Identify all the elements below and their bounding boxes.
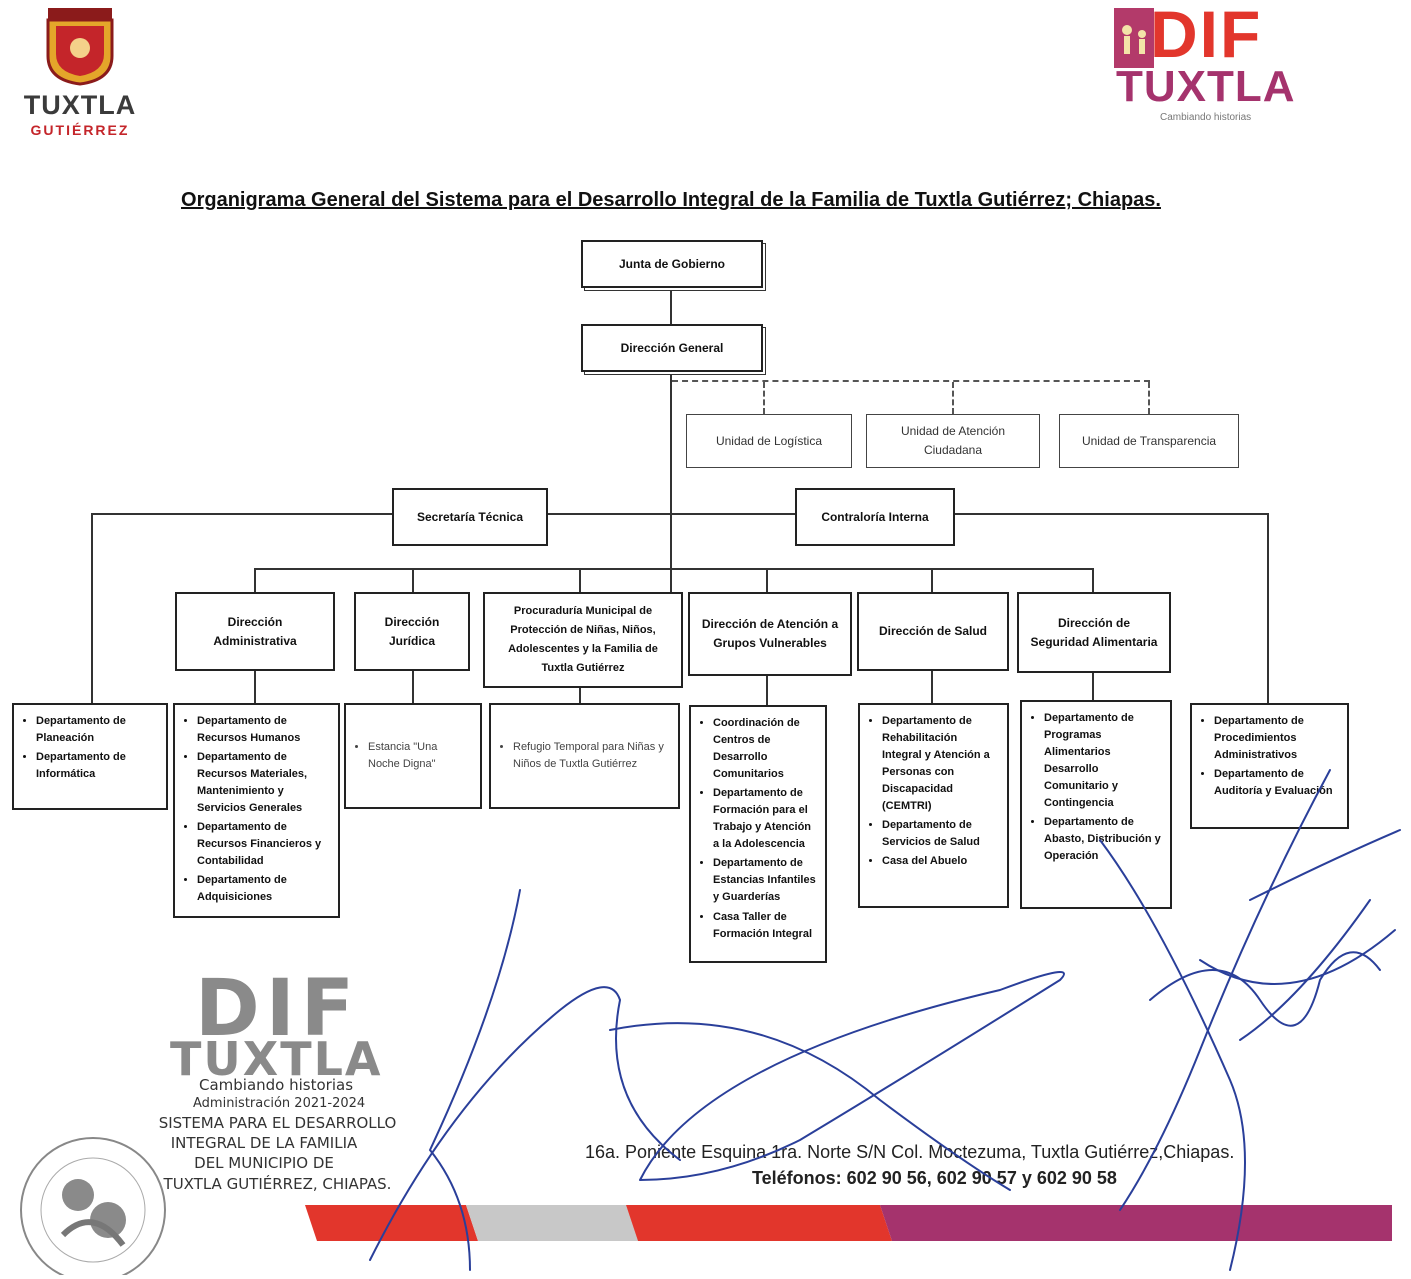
box-direccion-grupos-vulnerables: Dirección de Atención a Grupos Vulnerabl… — [688, 592, 852, 676]
dept-item: Departamento de Planeación — [36, 713, 158, 747]
connector — [579, 568, 581, 592]
connector — [91, 513, 93, 703]
dept-item: Estancia "Una Noche Digna" — [368, 739, 472, 773]
dept-item: Departamento de Programas Alimentarios D… — [1044, 710, 1162, 812]
stamp-line1: SISTEMA PARA EL DESARROLLO — [158, 1114, 397, 1132]
dept-item: Casa del Abuelo — [882, 853, 999, 870]
connector — [254, 568, 256, 592]
box-direccion-juridica: Dirección Jurídica — [354, 592, 470, 671]
dept-list-procuraduria: Refugio Temporal para Niñas y Niños de T… — [489, 703, 680, 809]
dept-item: Departamento de Servicios de Salud — [882, 817, 999, 851]
dept-list-secretaria: Departamento de Planeación Departamento … — [12, 703, 168, 810]
dept-item: Departamento de Adquisiciones — [197, 872, 330, 906]
dept-item: Departamento de Recursos Humanos — [197, 713, 330, 747]
stamp-line4: TUXTLA GUTIÉRREZ, CHIAPAS. — [163, 1175, 392, 1193]
stamp-line2: INTEGRAL DE LA FAMILIA — [170, 1134, 358, 1152]
footer-phones: Teléfonos: 602 90 56, 602 90 57 y 602 90… — [752, 1168, 1117, 1188]
connector — [931, 670, 933, 703]
dept-list-salud: Departamento de Rehabilitación Integral … — [858, 703, 1009, 908]
stamp-city: TUXTLA — [170, 1032, 383, 1086]
dept-item: Casa Taller de Formación Integral — [713, 909, 817, 943]
connector — [1267, 513, 1269, 703]
dept-item: Departamento de Recursos Materiales, Man… — [197, 749, 330, 817]
tuxtla-logo-sub: GUTIÉRREZ — [30, 122, 130, 138]
stamp-line3: DEL MUNICIPIO DE — [194, 1154, 334, 1172]
box-unidad-transparencia: Unidad de Transparencia — [1059, 414, 1239, 468]
connector — [254, 568, 1094, 570]
dept-list-juridica: Estancia "Una Noche Digna" — [344, 703, 482, 809]
dif-stamp: DIF TUXTLA Cambiando historias Administr… — [135, 964, 425, 1198]
dept-item: Departamento de Recursos Financieros y C… — [197, 819, 330, 870]
dept-item: Departamento de Abasto, Distribución y O… — [1044, 814, 1162, 865]
dept-list-administrativa: Departamento de Recursos Humanos Departa… — [173, 703, 340, 918]
dept-item: Departamento de Estancias Infantiles y G… — [713, 855, 817, 906]
stamp-admin: Administración 2021-2024 — [193, 1096, 366, 1111]
municipal-seal-icon — [20, 1137, 166, 1275]
footer-color-bar — [305, 1205, 1392, 1241]
dept-item: Coordinación de Centros de Desarrollo Co… — [713, 715, 817, 783]
unit-connector — [952, 382, 954, 414]
dif-logo-brand: DIF — [1150, 0, 1263, 71]
tuxtla-municipal-logo: TUXTLA GUTIÉRREZ — [10, 6, 150, 146]
dept-item: Departamento de Rehabilitación Integral … — [882, 713, 999, 815]
stamp-brand: DIF — [195, 964, 361, 1054]
connector — [1092, 568, 1094, 592]
dept-list-grupos-vulnerables: Coordinación de Centros de Desarrollo Co… — [689, 705, 827, 963]
dept-list-seguridad-alimentaria: Departamento de Programas Alimentarios D… — [1020, 700, 1172, 909]
footer-address: 16a. Poniente Esquina 1ra. Norte S/N Col… — [585, 1142, 1235, 1162]
dept-item: Departamento de Formación para el Trabaj… — [713, 785, 817, 853]
dif-logo-tagline: Cambiando historias — [1160, 112, 1252, 123]
connector — [766, 568, 768, 592]
connector — [1092, 672, 1094, 700]
connector — [931, 568, 933, 592]
dept-item: Refugio Temporal para Niñas y Niños de T… — [513, 739, 670, 773]
connector — [91, 513, 1269, 515]
dif-tuxtla-logo: DIF TUXTLA Cambiando historias — [1112, 0, 1302, 130]
tuxtla-logo-name: TUXTLA — [23, 90, 137, 120]
unit-connector — [1148, 382, 1150, 414]
dif-logo-city: TUXTLA — [1116, 62, 1296, 111]
page-title: Organigrama General del Sistema para el … — [181, 189, 1161, 211]
box-direccion-administrativa: Dirección Administrativa — [175, 592, 335, 671]
box-secretaria-tecnica: Secretaría Técnica — [392, 488, 548, 546]
box-junta-de-gobierno: Junta de Gobierno — [581, 240, 763, 288]
coat-of-arms-icon — [46, 8, 114, 86]
stamp-tagline: Cambiando historias — [199, 1076, 354, 1094]
box-contraloria-interna: Contraloría Interna — [795, 488, 955, 546]
box-direccion-general: Dirección General — [581, 324, 763, 372]
connector — [412, 568, 414, 592]
box-direccion-salud: Dirección de Salud — [857, 592, 1009, 671]
box-procuraduria-municipal: Procuraduría Municipal de Protección de … — [483, 592, 683, 688]
dept-item: Departamento de Procedimientos Administr… — [1214, 713, 1339, 764]
dept-list-contraloria: Departamento de Procedimientos Administr… — [1190, 703, 1349, 829]
unit-connector — [763, 382, 765, 414]
connector — [670, 372, 672, 644]
connector — [412, 670, 414, 703]
connector — [254, 670, 256, 703]
box-unidad-atencion-ciudadana: Unidad de Atención Ciudadana — [866, 414, 1040, 468]
box-unidad-logistica: Unidad de Logística — [686, 414, 852, 468]
connector — [579, 688, 581, 703]
dif-figures-icon — [1114, 8, 1154, 68]
dept-item: Departamento de Informática — [36, 749, 158, 783]
connector — [766, 675, 768, 705]
connector — [670, 287, 672, 325]
box-direccion-seguridad-alimentaria: Dirección de Seguridad Alimentaria — [1017, 592, 1171, 673]
unit-connector — [672, 380, 1150, 382]
dept-item: Departamento de Auditoría y Evaluación — [1214, 766, 1339, 800]
